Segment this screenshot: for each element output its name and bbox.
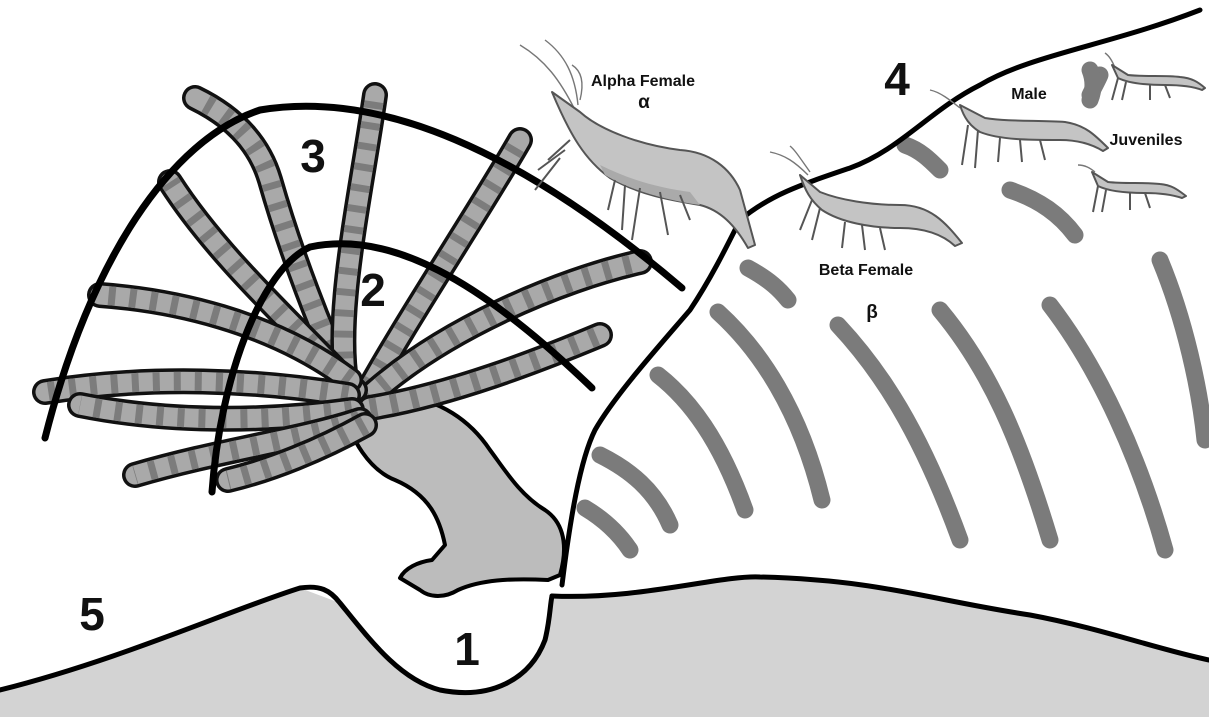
seabed	[0, 577, 1209, 717]
alpha-female-shrimp	[520, 40, 755, 248]
juvenile-shrimp-bottom	[1078, 165, 1186, 212]
zone-5-label: 5	[79, 588, 105, 640]
anemone-tentacles	[45, 95, 640, 480]
juvenile-shrimp-top	[1105, 53, 1205, 100]
juveniles-label: Juveniles	[1110, 132, 1183, 149]
beta-female-label: Beta Female	[819, 262, 913, 279]
male-label: Male	[1011, 86, 1047, 103]
alpha-symbol: α	[638, 92, 650, 113]
beta-symbol: β	[866, 302, 878, 323]
zone-3-label: 3	[300, 130, 326, 182]
zone-2-label: 2	[360, 264, 386, 316]
alpha-female-label: Alpha Female	[591, 73, 695, 90]
zone-1-label: 1	[454, 623, 480, 675]
zone-4-label: 4	[884, 53, 910, 105]
